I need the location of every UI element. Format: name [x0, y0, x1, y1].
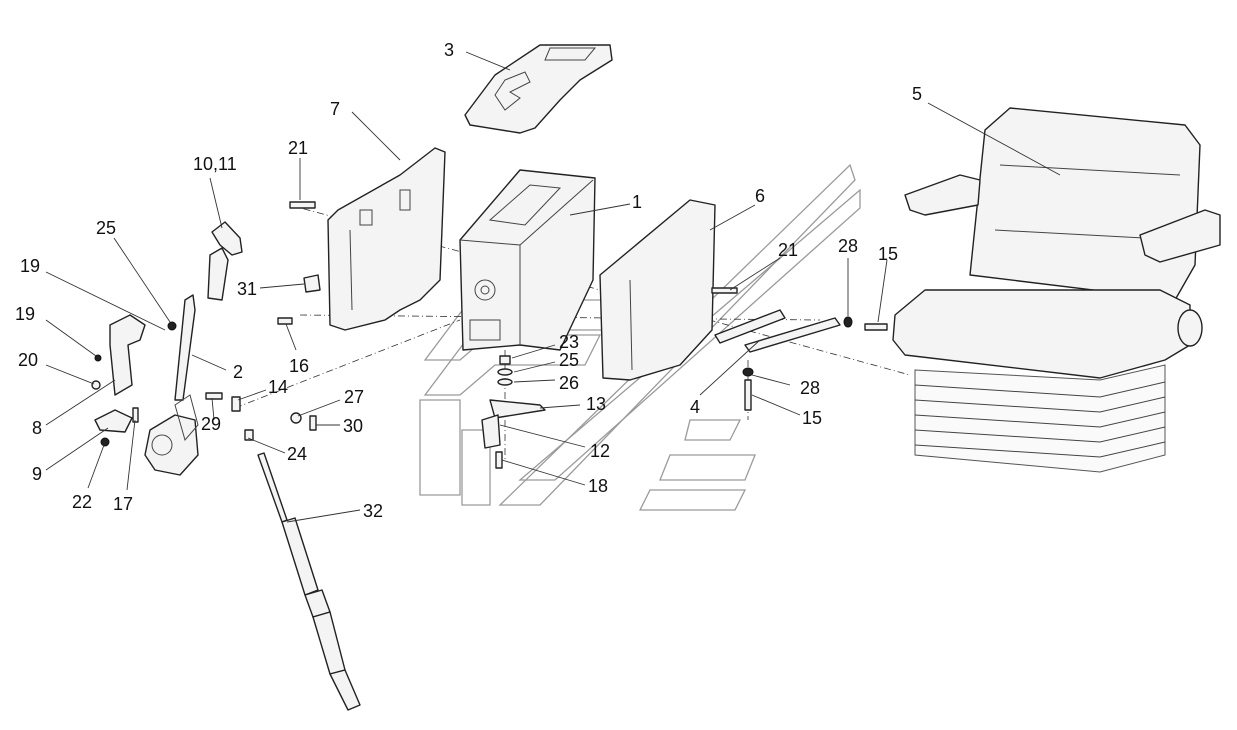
bolt-15-top	[864, 323, 888, 331]
washer-28-bottom	[742, 367, 754, 377]
lever-rod	[174, 294, 196, 401]
right-side-panel	[599, 199, 716, 381]
callout-15-top: 15	[878, 244, 898, 264]
mount-plate	[481, 399, 546, 449]
callout-25-left: 25	[96, 218, 116, 238]
bolt-21-right	[711, 287, 738, 294]
callout-9: 9	[32, 464, 42, 484]
callout-12: 12	[590, 441, 610, 461]
clevis-24	[244, 429, 254, 441]
shift-lever-knob	[207, 221, 243, 301]
callout-7: 7	[330, 99, 340, 119]
callout-23: 23	[559, 332, 579, 352]
callout-21-left: 21	[288, 138, 308, 158]
washer-26	[497, 378, 513, 386]
bracket-31	[303, 274, 321, 293]
nut-22	[100, 437, 110, 447]
callout-27: 27	[344, 387, 364, 407]
callout-6: 6	[755, 186, 765, 206]
left-side-panel	[327, 147, 446, 331]
clip-14	[231, 396, 241, 412]
callout-4: 4	[690, 397, 700, 417]
callout-2: 2	[233, 362, 243, 382]
pin-30	[309, 415, 317, 431]
callout-3: 3	[444, 40, 454, 60]
hardware	[91, 201, 888, 469]
control-handle	[109, 314, 146, 396]
callout-18: 18	[588, 476, 608, 496]
shift-cable	[257, 452, 361, 711]
callout-1: 1	[632, 192, 642, 212]
bolt-16	[277, 317, 293, 325]
callout-31: 31	[237, 279, 257, 299]
leader-lines	[45, 51, 1061, 523]
callout-5: 5	[912, 84, 922, 104]
bolt-21-left	[289, 201, 316, 209]
callout-26: 26	[559, 373, 579, 393]
seat-mounting-rail	[714, 309, 841, 353]
callout-21-right: 21	[778, 240, 798, 260]
console-box	[459, 169, 596, 351]
callout-24: 24	[287, 444, 307, 464]
bolt-23	[499, 355, 511, 365]
callout-17: 17	[113, 494, 133, 514]
callout-22: 22	[72, 492, 92, 512]
washer-19	[94, 354, 102, 362]
callout-14: 14	[268, 377, 288, 397]
nut-20	[91, 380, 101, 390]
callout-28-top: 28	[838, 236, 858, 256]
washer-25-left	[167, 321, 177, 331]
callout-19-top: 19	[20, 256, 40, 276]
callout-8: 8	[32, 418, 42, 438]
callout-30: 30	[343, 416, 363, 436]
bolt-18	[495, 451, 503, 469]
callout-10-11: 10,11	[193, 154, 237, 174]
callout-32: 32	[363, 501, 383, 521]
callout-20: 20	[18, 350, 38, 370]
console-top-cover	[464, 44, 613, 134]
operator-seat	[892, 107, 1221, 473]
shift-mechanism	[144, 394, 199, 476]
callout-13: 13	[586, 394, 606, 414]
callout-25-right: 25	[559, 350, 579, 370]
callout-28-bottom: 28	[800, 378, 820, 398]
callout-labels: 3 7 21 10,11 25 19 19 20 8 9 22 17 2 14 …	[15, 40, 922, 521]
callout-16: 16	[289, 356, 309, 376]
callout-15-bottom: 15	[802, 408, 822, 428]
bolt-17	[132, 407, 139, 423]
bolt-15-bottom	[744, 379, 752, 411]
callout-29: 29	[201, 414, 221, 434]
washer-25	[497, 368, 513, 376]
washer-28-top	[843, 316, 853, 328]
nut-27	[290, 412, 302, 424]
callout-19-bottom: 19	[15, 304, 35, 324]
assembly-axis-line	[289, 204, 911, 376]
assembly-axis-line-3	[234, 319, 461, 409]
pin-29	[205, 392, 223, 400]
handle-bracket	[94, 409, 133, 433]
